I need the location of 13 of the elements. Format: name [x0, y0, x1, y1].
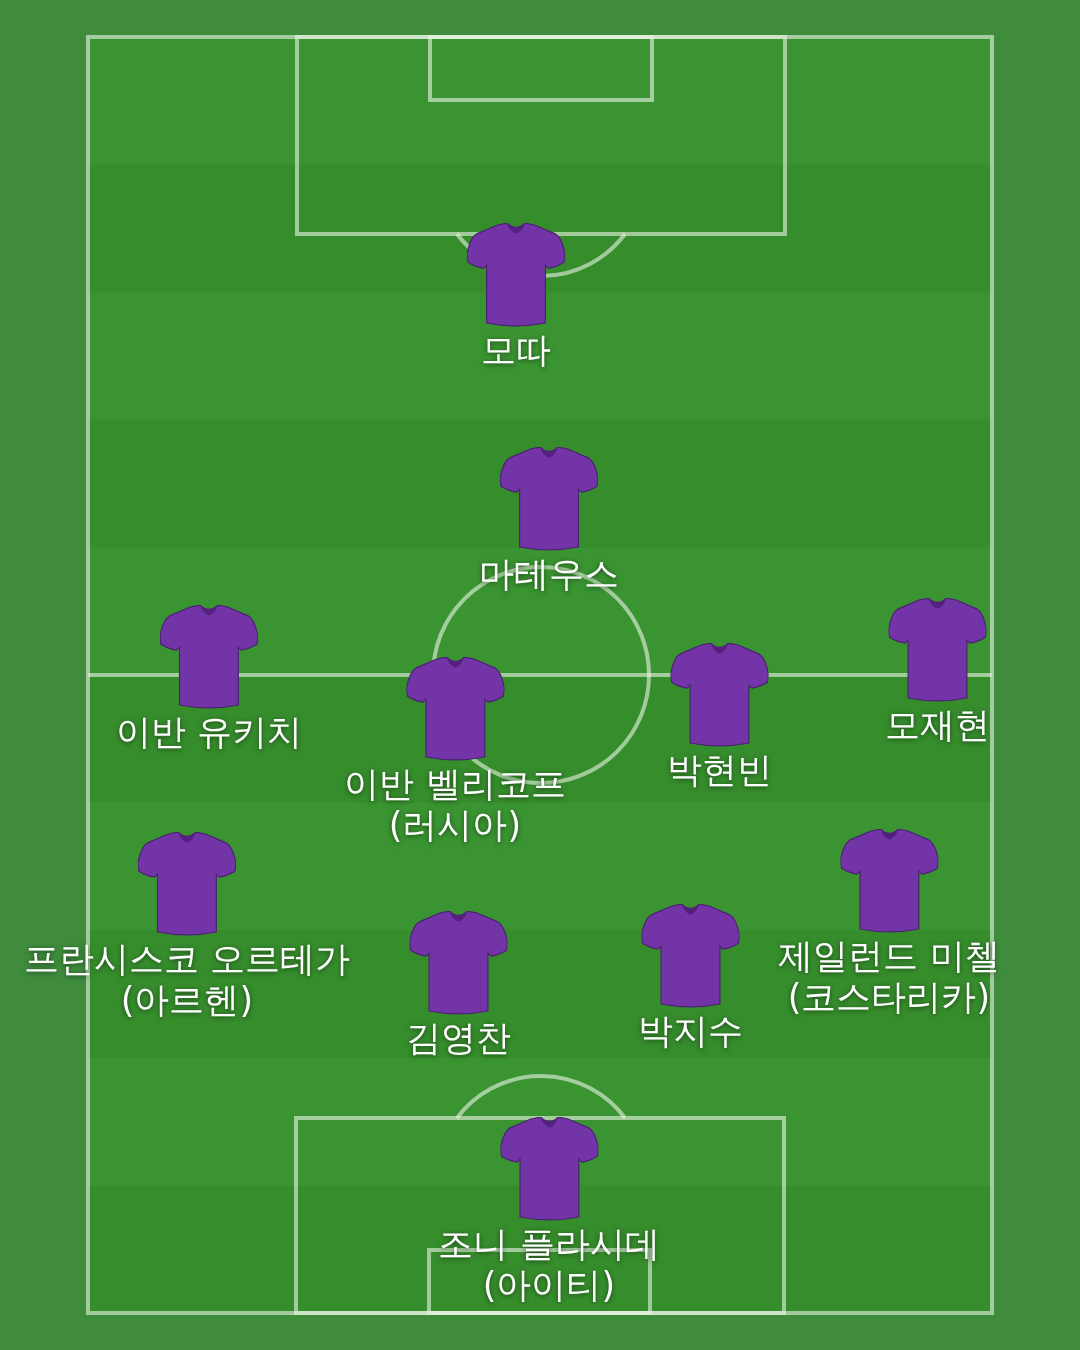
player-country: (아이티): [482, 1265, 616, 1306]
player-name: 조니 플라시데: [438, 1224, 660, 1265]
player-name: 모따: [481, 330, 551, 371]
player-name: 마테우스: [479, 554, 619, 595]
player-country: (아르헨): [120, 980, 254, 1021]
player-name: 모재현: [884, 705, 990, 746]
player-country: (러시아): [388, 805, 522, 846]
player-name: 박현빈: [666, 750, 772, 791]
player-name: 이반 벨리코프: [344, 764, 566, 805]
player-name: 이반 유키치: [115, 712, 303, 753]
player-name: 김영찬: [405, 1018, 511, 1059]
player-country: (코스타리카): [787, 977, 991, 1018]
player-name: 박지수: [637, 1011, 743, 1052]
